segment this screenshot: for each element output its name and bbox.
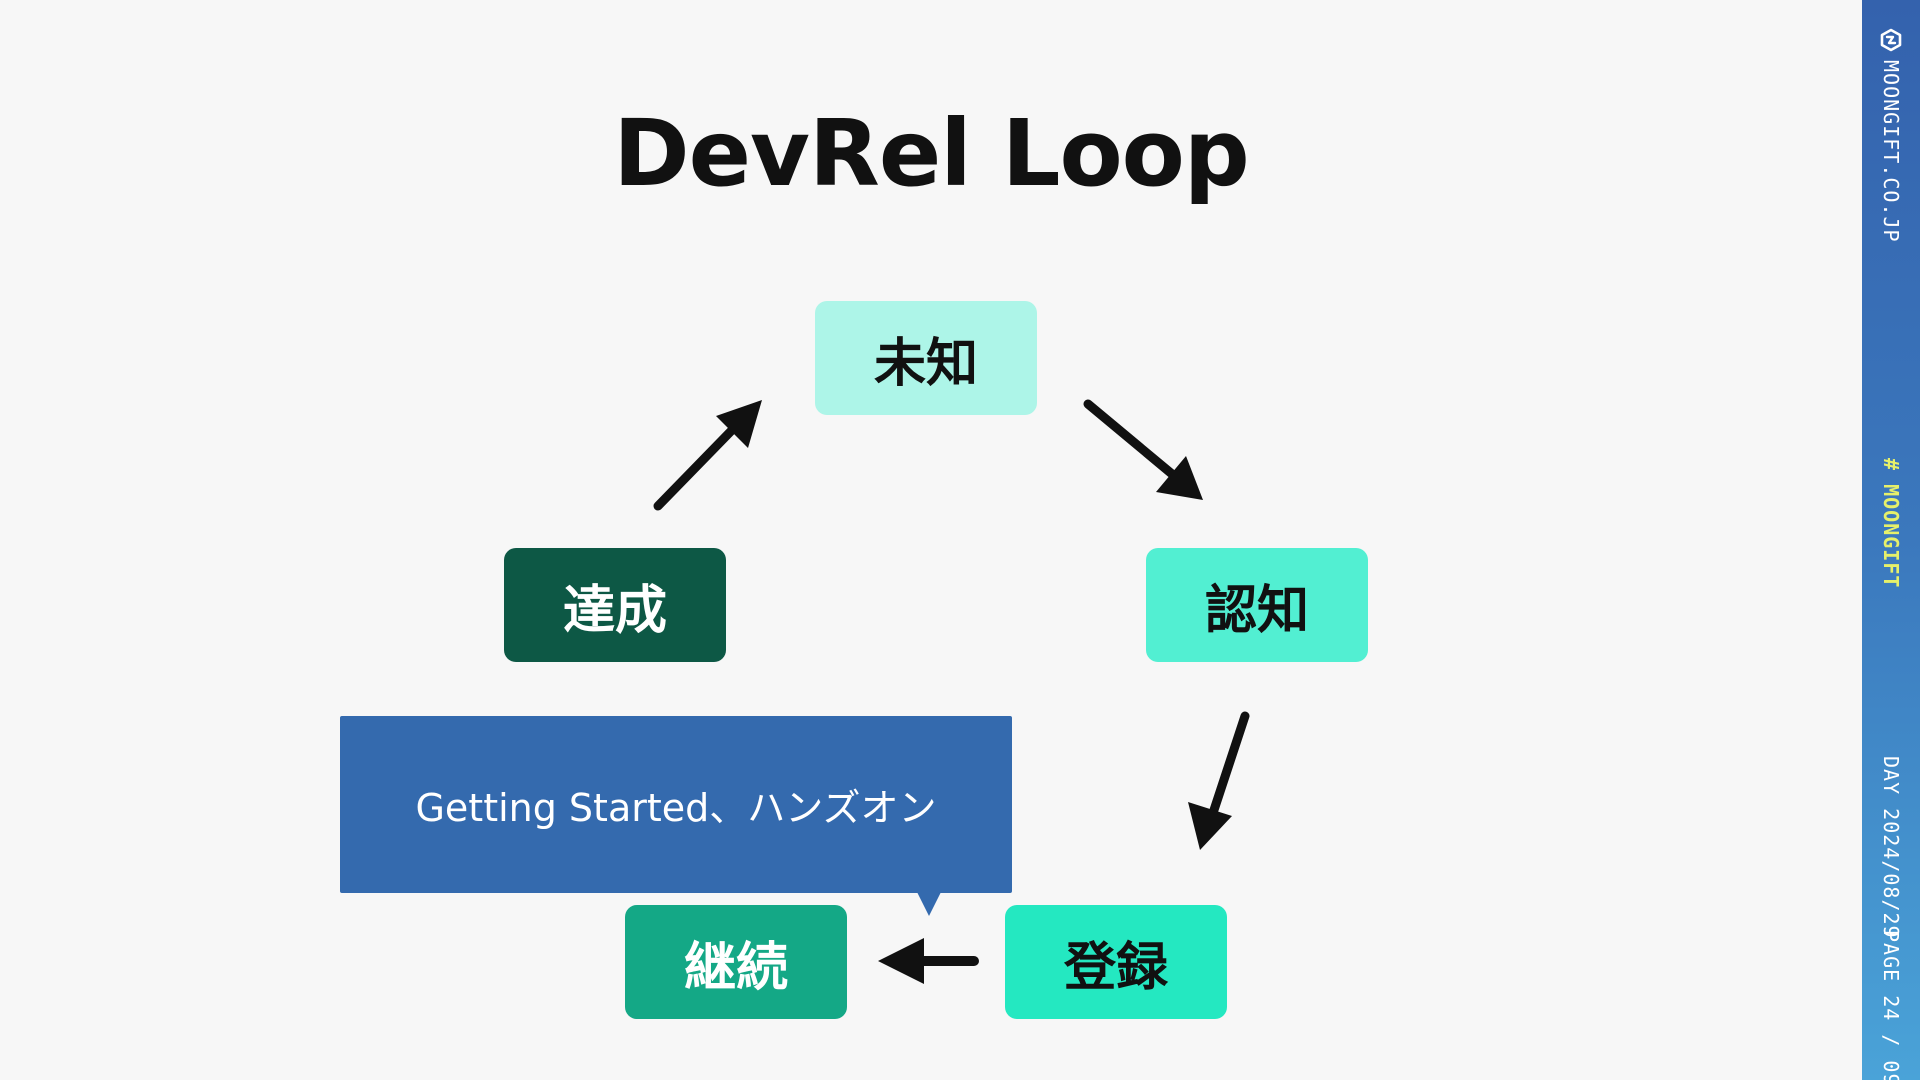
- arrow-tassei-to-michi: [653, 400, 762, 511]
- sidebar-hashtag: # MOONGIFT: [1879, 458, 1903, 589]
- node-ninchi: 認知: [1146, 548, 1368, 662]
- sidebar-date: DAY 2024/08/29: [1879, 756, 1903, 939]
- sidebar-page: PAGE 24 / 09: [1879, 930, 1903, 1080]
- node-touroku-label: 登録: [1063, 937, 1168, 998]
- sidebar-site: MOONGIFT.CO.JP: [1879, 60, 1903, 243]
- node-keizoku: 継続: [625, 905, 847, 1019]
- sidebar: MOONGIFT.CO.JP # MOONGIFT DAY 2024/08/29…: [1862, 0, 1920, 1080]
- arrow-touroku-to-keizoku: [878, 938, 979, 984]
- arrow-ninchi-to-touroku: [1188, 711, 1250, 850]
- callout-text: Getting Started、ハンズオン: [415, 786, 937, 830]
- node-michi: 未知: [815, 301, 1037, 415]
- node-tassei-label: 達成: [562, 580, 667, 641]
- callout-tail: [917, 892, 941, 916]
- arrow-michi-to-ninchi: [1083, 399, 1203, 500]
- slide-title: DevRel Loop: [613, 100, 1249, 207]
- moongift-logo-icon: [1880, 28, 1902, 52]
- node-ninchi-label: 認知: [1204, 580, 1309, 641]
- node-touroku: 登録: [1005, 905, 1227, 1019]
- callout-box: Getting Started、ハンズオン: [340, 716, 1012, 893]
- node-michi-label: 未知: [873, 333, 978, 394]
- node-keizoku-label: 継続: [683, 937, 788, 998]
- loop-arrows: [653, 399, 1250, 984]
- node-tassei: 達成: [504, 548, 726, 662]
